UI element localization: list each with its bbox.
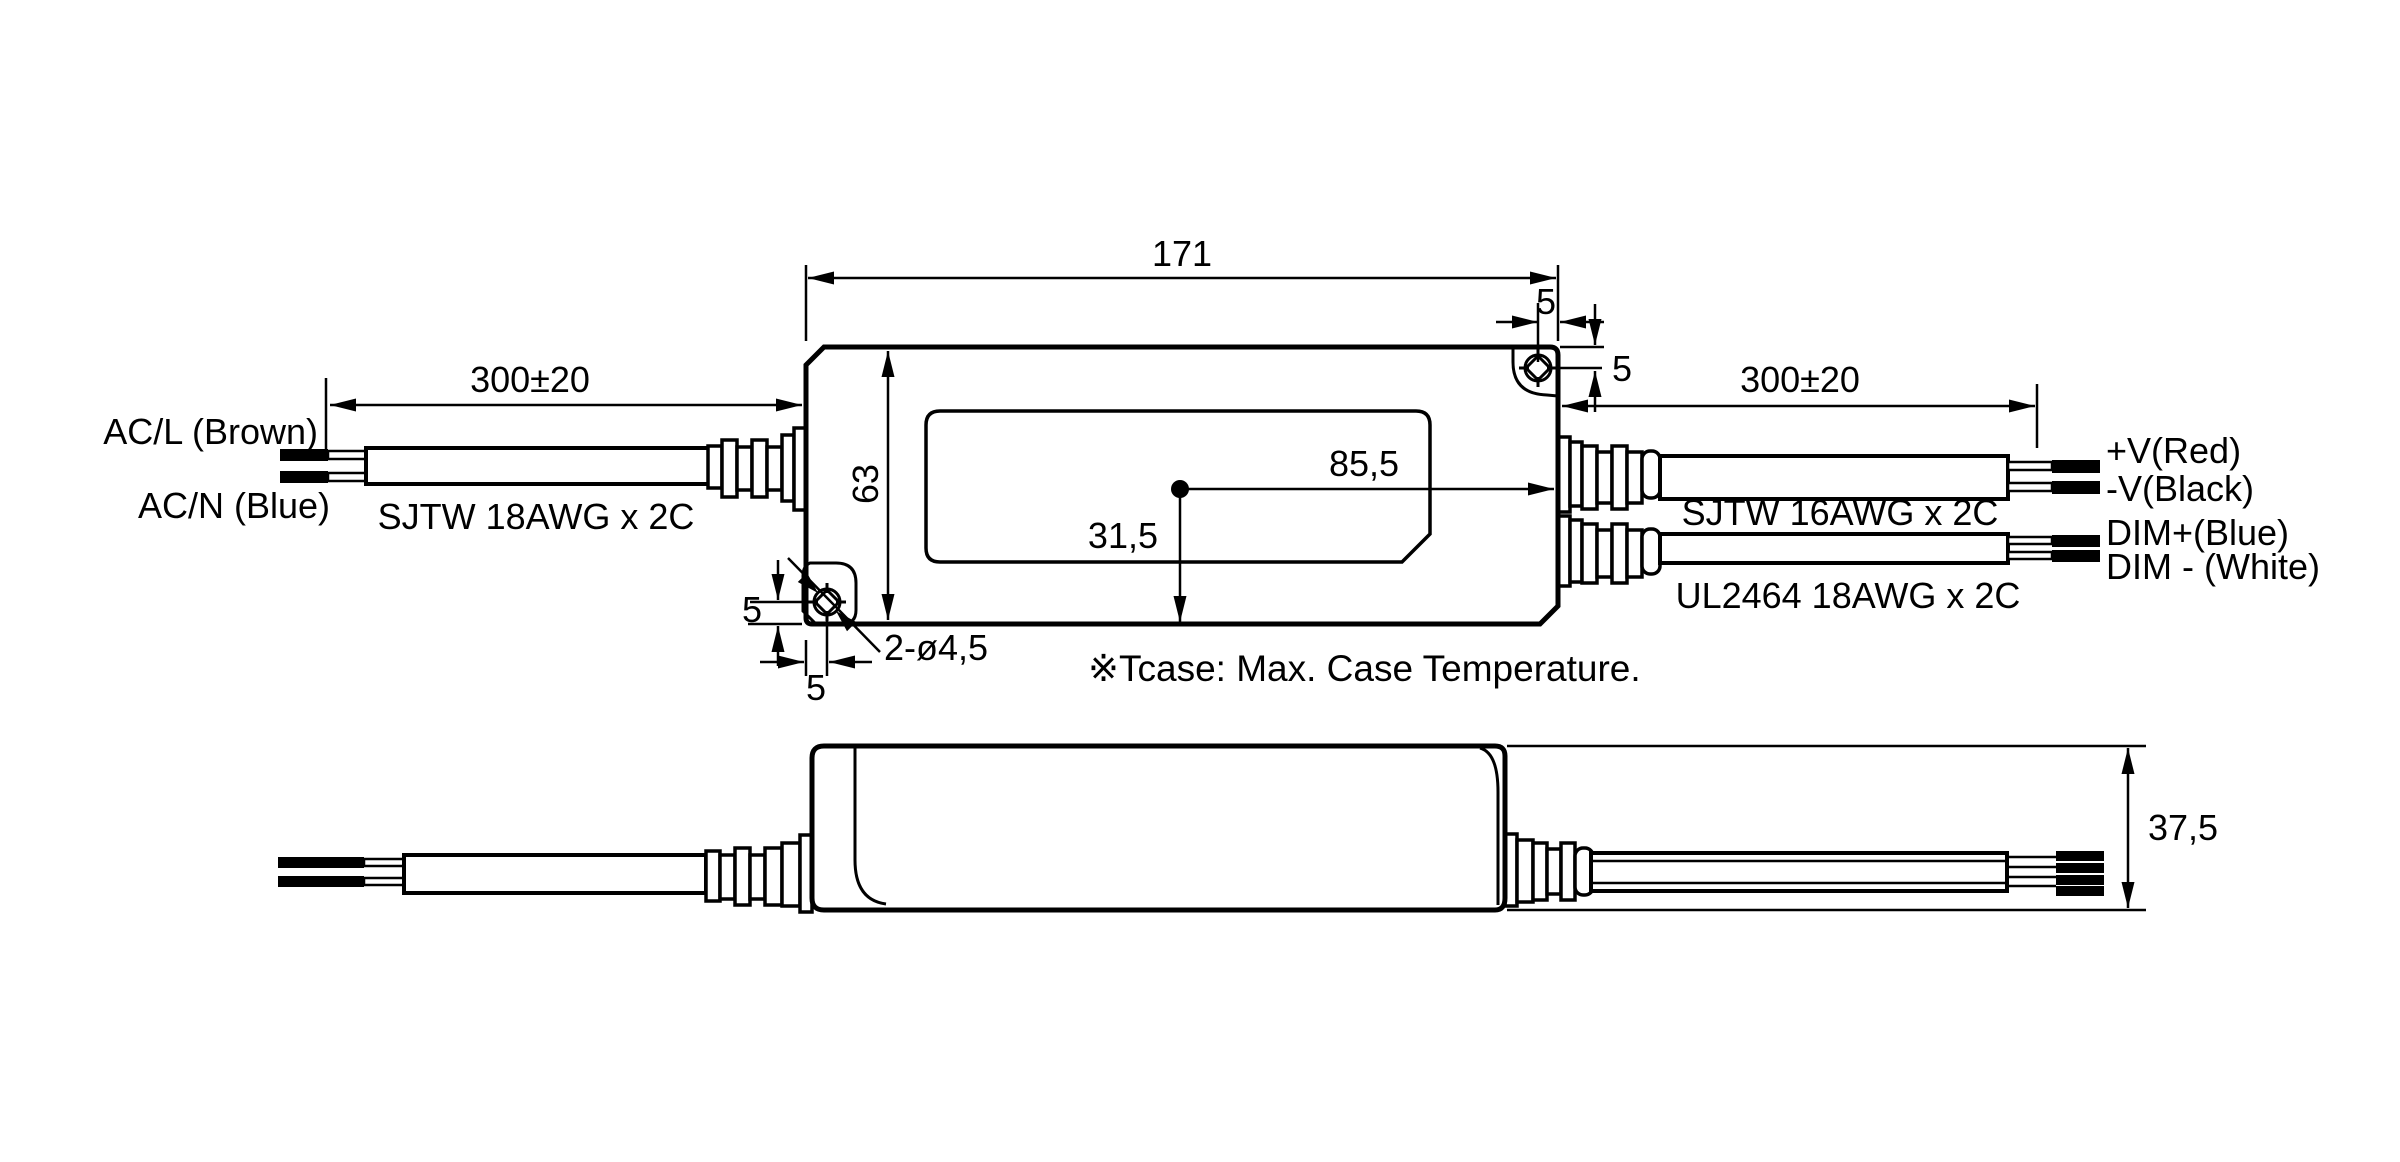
output-cable-type-label: SJTW 16AWG x 2C xyxy=(1682,492,1999,533)
dim-cable-type-label: UL2464 18AWG x 2C xyxy=(1676,575,2021,616)
output-cable-assembly xyxy=(1556,435,2100,588)
side-end-cap-seam-right xyxy=(1479,746,1500,905)
tcase-point xyxy=(1171,480,1189,498)
input-cable-jacket xyxy=(364,446,712,486)
input-cable-type-label: SJTW 18AWG x 2C xyxy=(378,496,695,537)
side-view-dimensions: 37,5 xyxy=(1507,744,2218,912)
ac-n-wire-tip xyxy=(280,471,328,483)
ac-l-label: AC/L (Brown) xyxy=(103,411,318,452)
top-view-dimensions: 171 63 85,5 31,5 5 5 5 xyxy=(324,233,2039,708)
v-plus-label: +V(Red) xyxy=(2106,430,2241,471)
side-input-strain-relief xyxy=(704,833,814,914)
v-minus-wire xyxy=(2006,481,2054,493)
dim-ear-bl-width-label: 5 xyxy=(806,667,826,708)
dim-minus-wire-tip xyxy=(2052,550,2100,562)
dim-length-label: 171 xyxy=(1152,233,1212,274)
top-view: 171 63 85,5 31,5 5 5 5 xyxy=(103,233,2320,708)
side-output-cable xyxy=(1503,832,2104,908)
side-wire-tip-1 xyxy=(2056,851,2104,861)
side-case-outline xyxy=(809,743,1508,913)
side-height-label: 37,5 xyxy=(2148,807,2218,848)
dim-hole-x-label: 85,5 xyxy=(1329,443,1399,484)
dim-cable-jacket xyxy=(1658,532,2010,565)
side-output-strain-relief xyxy=(1503,832,1595,908)
dim-ear-bl-height-label: 5 xyxy=(742,589,762,630)
v-minus-label: -V(Black) xyxy=(2106,468,2254,509)
output-cable-jacket xyxy=(1658,454,2010,501)
output-strain-relief-bottom xyxy=(1556,514,1662,588)
input-cable-length-label: 300±20 xyxy=(470,359,590,400)
dim-plus-wire xyxy=(2006,535,2054,546)
side-input-cable-jacket xyxy=(402,853,708,895)
dim-hole-y-label: 31,5 xyxy=(1088,515,1158,556)
input-strain-relief xyxy=(706,426,808,512)
ac-n-wire xyxy=(326,471,370,483)
hole-diameter-leader xyxy=(787,557,881,653)
side-ac-wire-tip-1 xyxy=(278,857,364,868)
side-end-cap-seam-left xyxy=(853,748,887,906)
input-cable xyxy=(280,426,808,512)
v-plus-wire xyxy=(2006,460,2054,472)
dim-ear-tr-height-label: 5 xyxy=(1612,348,1632,389)
dim-height-label: 63 xyxy=(845,464,886,504)
side-wire-tip-4 xyxy=(2056,886,2104,896)
side-input-cable xyxy=(278,833,814,914)
output-strain-relief-top xyxy=(1556,435,1662,514)
hole-diameter-label: 2-ø4,5 xyxy=(884,627,988,668)
ac-l-wire-tip xyxy=(280,449,328,461)
side-view: 37,5 xyxy=(278,743,2218,914)
dim-plus-label: DIM+(Blue) xyxy=(2106,512,2289,553)
side-ac-wire-tip-2 xyxy=(278,876,364,887)
dim-plus-wire-tip xyxy=(2052,535,2100,547)
dim-minus-wire xyxy=(2006,550,2054,561)
dim-ear-tr-width-label: 5 xyxy=(1536,281,1556,322)
tcase-note: ※Tcase: Max. Case Temperature. xyxy=(1088,648,1641,689)
ac-n-label: AC/N (Blue) xyxy=(138,485,330,526)
v-minus-wire-tip xyxy=(2052,481,2100,494)
output-cable-length-label: 300±20 xyxy=(1740,359,1860,400)
dim-minus-label: DIM - (White) xyxy=(2106,546,2320,587)
side-wire-tip-3 xyxy=(2056,875,2104,885)
side-output-cable-jacket xyxy=(1589,851,2009,893)
side-wire-tip-2 xyxy=(2056,863,2104,873)
ac-l-wire xyxy=(326,449,370,461)
v-plus-wire-tip xyxy=(2052,460,2100,473)
